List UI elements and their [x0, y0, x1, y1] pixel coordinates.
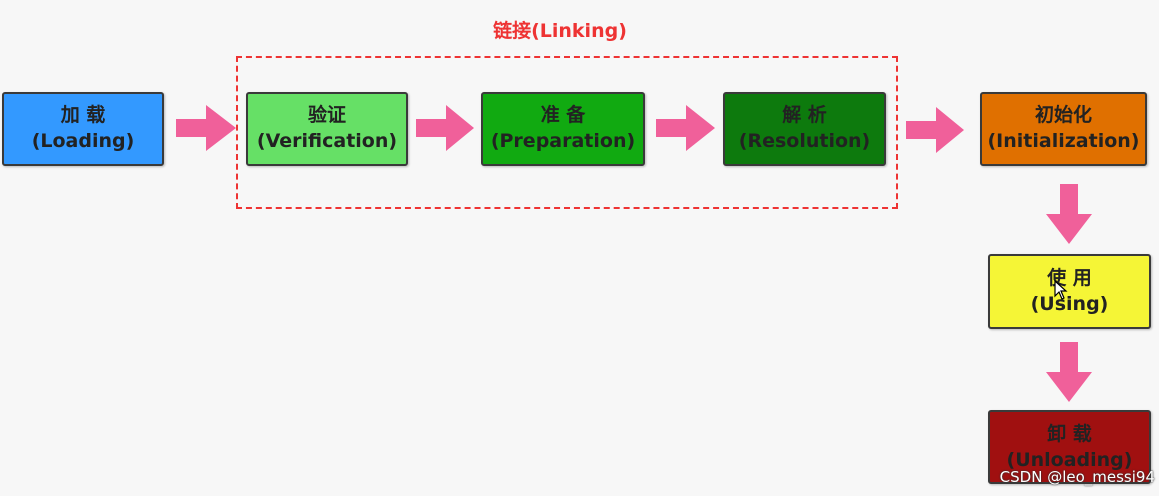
- arrow-shape: [656, 105, 715, 151]
- stage-loading-en: (Loading): [31, 130, 135, 152]
- arrow-shape: [176, 105, 236, 151]
- stage-loading-cn: 加 载: [60, 104, 106, 127]
- stage-unloading-cn: 卸 载: [1047, 423, 1092, 445]
- arrow-right-icon: [176, 105, 236, 151]
- stage-preparation-cn: 准 备: [540, 104, 586, 127]
- arrow-shape: [1046, 342, 1092, 402]
- stage-verification-cn: 验证: [307, 104, 346, 127]
- arrow-down-icon: [1046, 342, 1092, 402]
- stage-verification: 验证 (Verification): [246, 92, 408, 166]
- linking-group-box: [236, 56, 898, 209]
- stage-using-en: (Using): [1030, 292, 1109, 315]
- stage-resolution-en: (Resolution): [738, 130, 871, 152]
- mouse-cursor-icon: [1054, 280, 1068, 300]
- linking-group-label: 链接(Linking): [493, 20, 627, 42]
- stage-unloading: 卸 载 (Unloading): [988, 410, 1151, 484]
- arrow-right-icon: [906, 107, 964, 153]
- stage-initialization: 初始化 (Initialization): [980, 92, 1147, 166]
- watermark-text: CSDN @leo_messi94: [999, 468, 1155, 486]
- arrow-right-icon: [416, 105, 474, 151]
- stage-resolution: 解 析 (Resolution): [723, 92, 886, 166]
- stage-preparation: 准 备 (Preparation): [481, 92, 645, 166]
- arrow-shape: [1046, 184, 1092, 244]
- arrow-shape: [906, 107, 964, 153]
- arrow-down-icon: [1046, 184, 1092, 244]
- stage-preparation-en: (Preparation): [490, 130, 636, 152]
- arrow-shape: [416, 105, 474, 151]
- stage-unloading-en: (Unloading): [1006, 448, 1133, 471]
- stage-resolution-cn: 解 析: [782, 104, 827, 127]
- stage-initialization-en: (Initialization): [987, 130, 1140, 152]
- stage-loading: 加 载 (Loading): [2, 92, 164, 166]
- arrow-right-icon: [656, 105, 715, 151]
- stage-using: 使 用 (Using): [988, 254, 1151, 329]
- stage-verification-en: (Verification): [256, 130, 398, 152]
- stage-initialization-cn: 初始化: [1034, 104, 1092, 127]
